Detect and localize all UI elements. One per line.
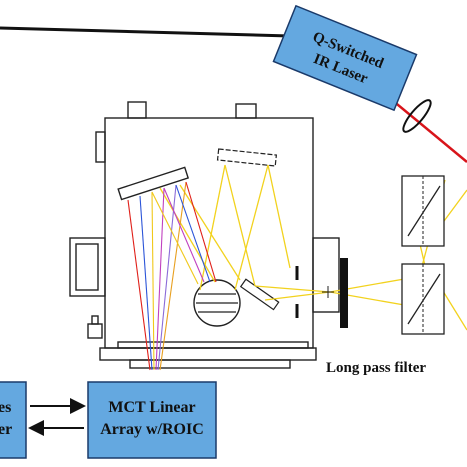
long-pass-filter	[340, 258, 348, 328]
focusing-optic-lines	[196, 293, 238, 313]
trigger-cable	[0, 26, 291, 38]
diffraction-grating	[117, 166, 190, 201]
laser-lens	[402, 99, 432, 133]
spectrum-rays	[127, 181, 217, 371]
left-box	[0, 381, 27, 459]
collimating-mirror	[216, 148, 278, 167]
array-label-line1: MCT Linear	[108, 399, 195, 416]
left-box-line1: es	[0, 399, 11, 416]
left-box-line2: er	[0, 421, 12, 438]
fold-mirror	[239, 278, 280, 311]
mct-array-box	[87, 381, 217, 459]
filter-label: Long pass filter	[326, 360, 426, 376]
spectrometer-housing	[69, 101, 340, 369]
laser-box: Q-Switched IR Laser	[272, 4, 418, 112]
array-label-line2: Array w/ROIC	[100, 421, 204, 438]
